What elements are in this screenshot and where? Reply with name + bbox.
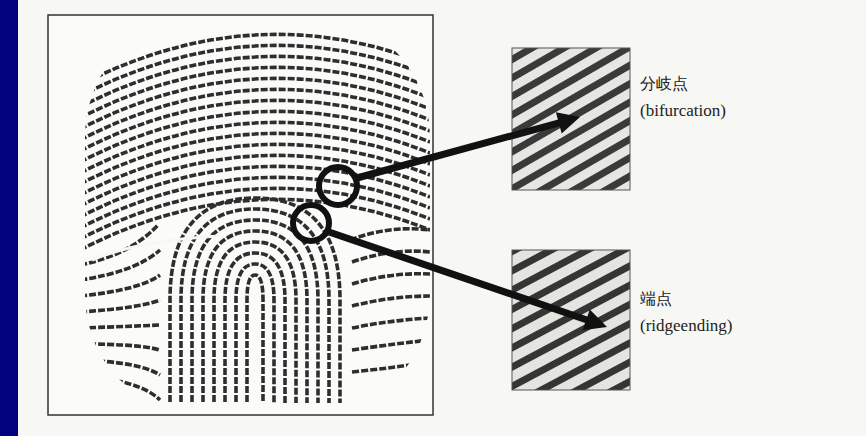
fingerprint-ridges [85, 34, 430, 403]
ridge-ending-inset [512, 250, 630, 390]
arrowhead [556, 112, 580, 133]
term-label: (ridgeending) [640, 316, 733, 336]
term-label: 分岐点 [640, 74, 688, 93]
bifurcation-inset [512, 48, 630, 190]
arrowhead [583, 310, 607, 331]
term-label: (bifurcation) [640, 101, 726, 121]
crease-line [92, 236, 220, 260]
highlight-circle [293, 205, 329, 241]
pointer-arrow [357, 123, 560, 178]
term-label: 端点 [640, 289, 672, 308]
page-ground [18, 0, 866, 436]
image-frame [48, 15, 433, 415]
highlight-circle [319, 167, 357, 205]
pointer-arrow [329, 232, 587, 320]
